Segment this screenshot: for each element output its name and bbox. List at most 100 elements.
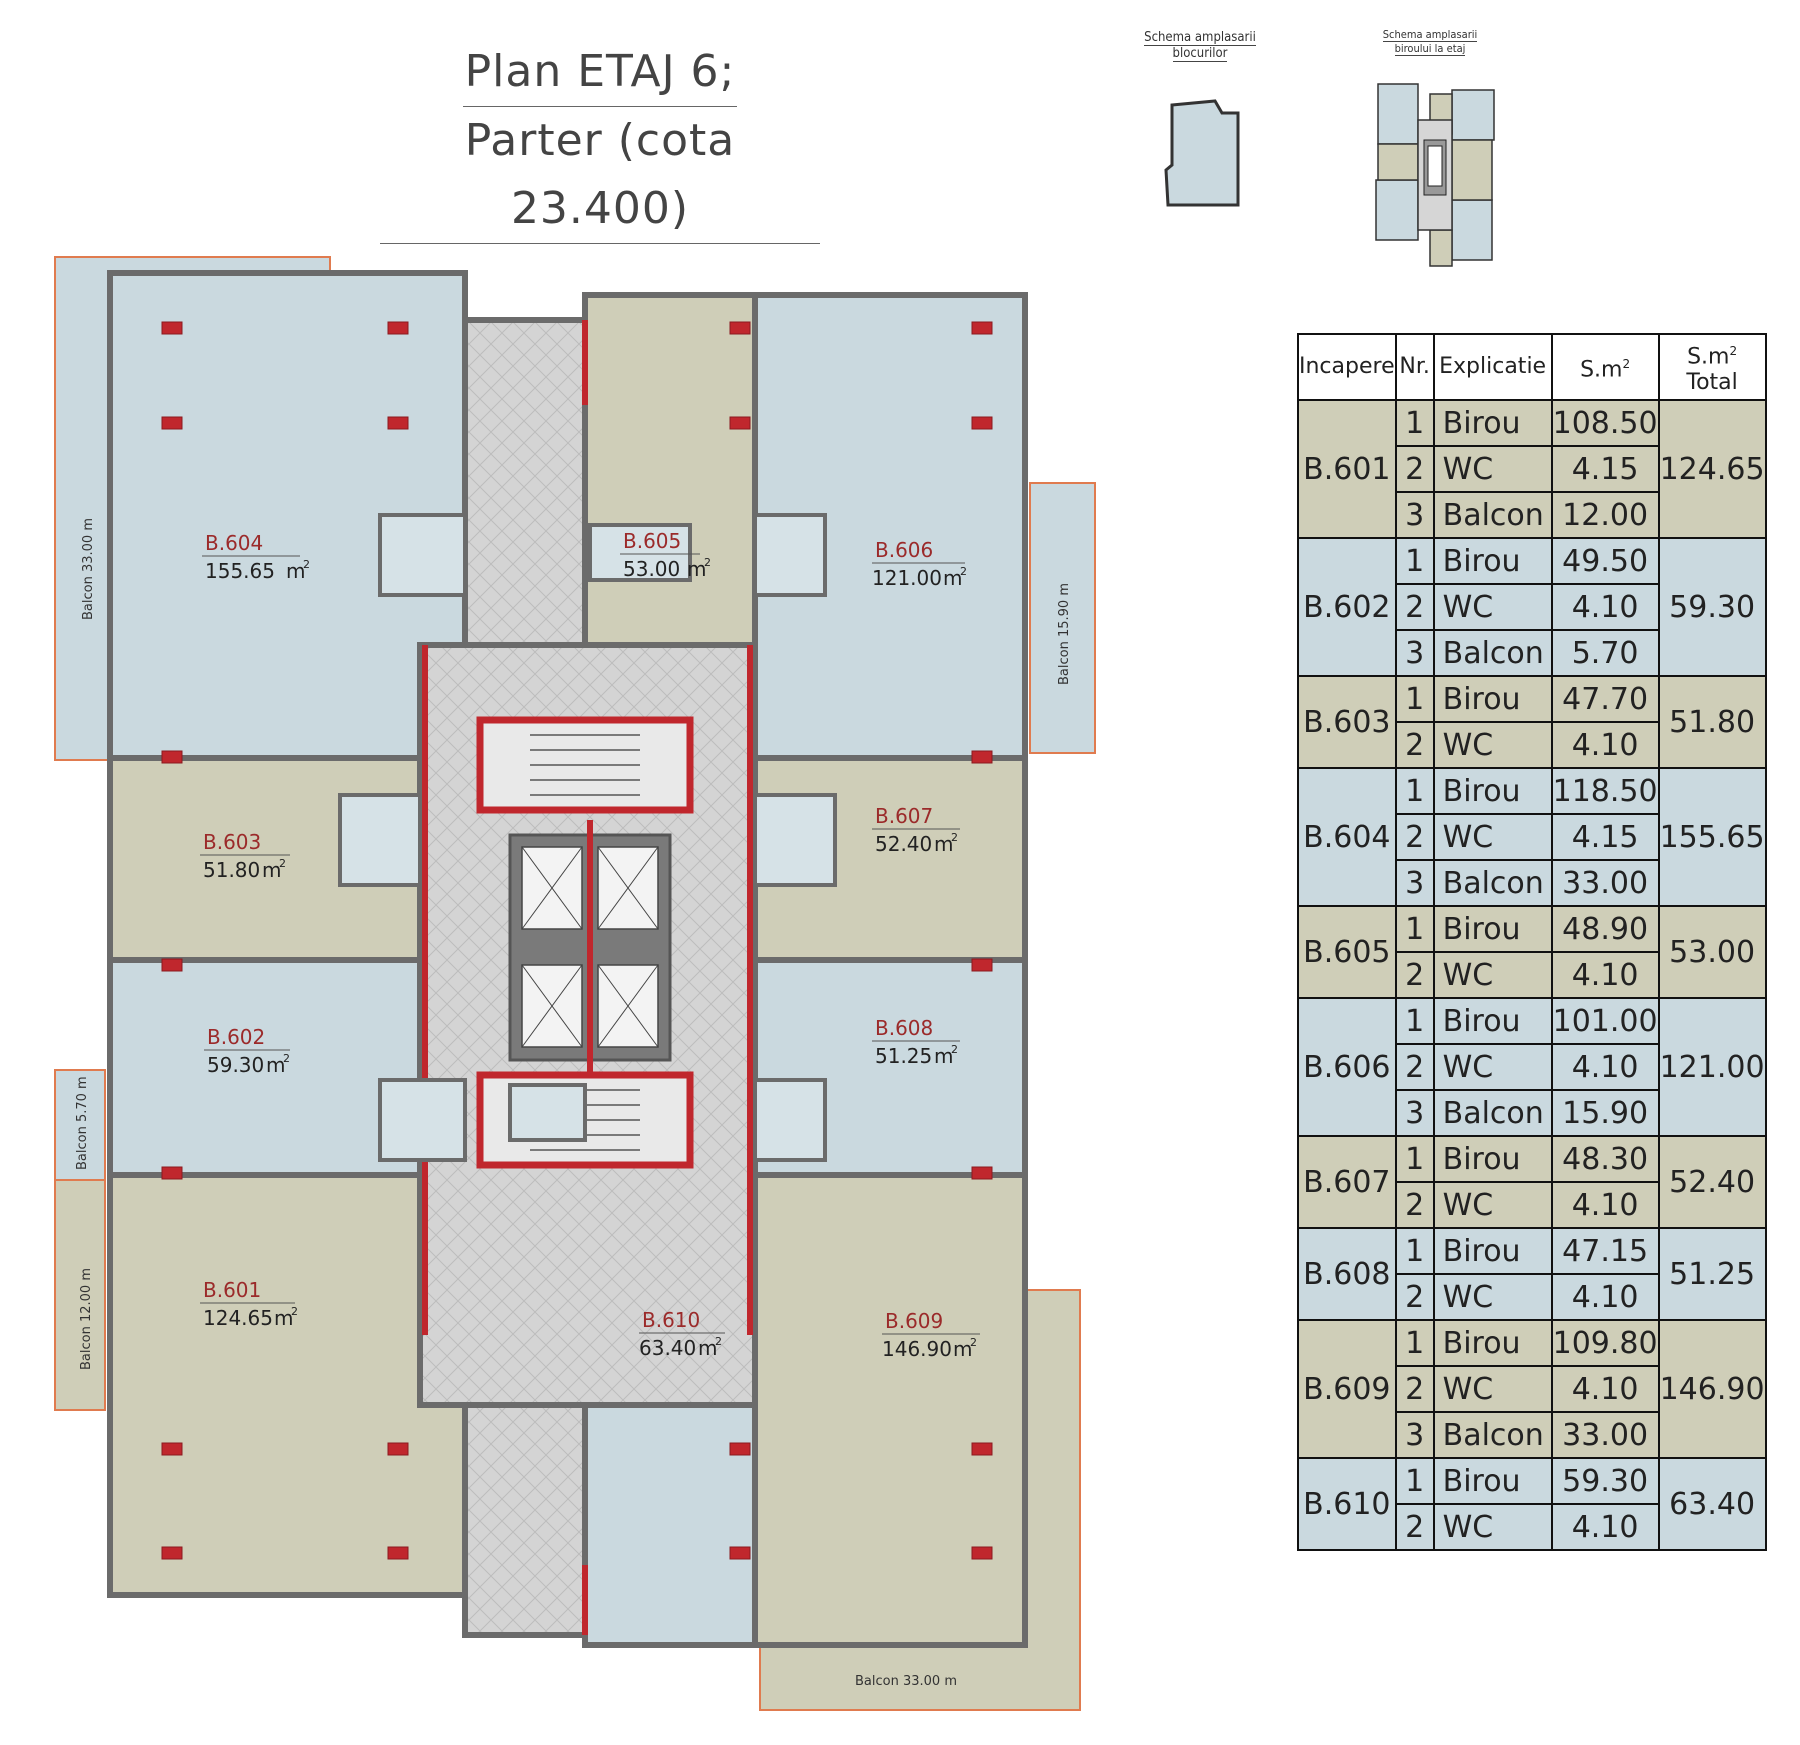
columns bbox=[161, 321, 993, 1560]
svg-text:59.30: 59.30 bbox=[207, 1053, 264, 1077]
svg-text:B.605: B.605 bbox=[623, 529, 681, 553]
table-row: 2 WC 4.10 bbox=[1298, 951, 1766, 999]
blocks-scheme-thumbnail bbox=[1164, 99, 1240, 207]
table-row: B.601 1 Birou 108.50 124.65 bbox=[1297, 399, 1767, 539]
total-cell: 51.25 bbox=[1657, 1227, 1767, 1321]
plan-title: Plan ETAJ 6; Parter (cota 23.400) bbox=[380, 38, 820, 244]
total-cell: 63.40 bbox=[1657, 1457, 1767, 1551]
total-cell: 52.40 bbox=[1657, 1135, 1767, 1229]
col-header-area: S.m2 bbox=[1550, 333, 1660, 401]
room-cell: B.601 bbox=[1297, 399, 1397, 539]
svg-text:2: 2 bbox=[283, 1052, 290, 1065]
room-cell: B.610 bbox=[1297, 1457, 1397, 1551]
label-b602: B.602 59.30 m 2 bbox=[204, 1025, 290, 1077]
total-cell: 53.00 bbox=[1657, 905, 1767, 999]
col-header-explicatie: Explicatie bbox=[1432, 333, 1553, 401]
svg-text:2: 2 bbox=[291, 1305, 298, 1318]
total-cell: 59.30 bbox=[1657, 537, 1767, 677]
label-b607: B.607 52.40 m 2 bbox=[872, 804, 960, 856]
svg-text:2: 2 bbox=[279, 857, 286, 870]
label-b608: B.608 51.25 m 2 bbox=[872, 1016, 960, 1068]
plan-title-line1: Plan ETAJ 6; bbox=[462, 38, 738, 107]
room-cell: B.607 bbox=[1297, 1135, 1397, 1229]
total-cell: 121.00 bbox=[1657, 997, 1767, 1137]
room-b601-area bbox=[107, 1172, 468, 1598]
office-scheme-caption: Schema amplasarii biroului la etaj bbox=[1382, 28, 1478, 56]
plan-title-line2: Parter (cota 23.400) bbox=[380, 107, 820, 244]
balcony-labels: Balcon 33.00 m Balcon 15.90 m Balcon 5.7… bbox=[75, 518, 1072, 1689]
svg-text:B.602: B.602 bbox=[207, 1025, 265, 1049]
label-b601: B.601 124.65 m 2 bbox=[200, 1278, 298, 1330]
svg-text:2: 2 bbox=[960, 565, 967, 578]
block-outline bbox=[1164, 99, 1240, 207]
table-row: B.602 1 Birou 49.50 59.30 bbox=[1297, 537, 1767, 677]
blocks-scheme-caption: Schema amplasarii blocurilor bbox=[1144, 30, 1256, 62]
label-b609: B.609 146.90 m 2 bbox=[882, 1309, 980, 1361]
svg-text:m: m bbox=[943, 566, 962, 590]
svg-text:B.608: B.608 bbox=[875, 1016, 933, 1040]
table-row: 3 Balcon 5.70 bbox=[1298, 629, 1766, 677]
balcony-b601 bbox=[54, 1179, 106, 1411]
svg-text:2: 2 bbox=[303, 558, 310, 571]
col-header-incapere: Incapere bbox=[1297, 333, 1397, 401]
balcony-label-b609: Balcon 33.00 m bbox=[855, 1674, 957, 1689]
svg-text:2: 2 bbox=[951, 1043, 958, 1056]
office-scheme-thumbnail bbox=[1375, 83, 1495, 267]
svg-text:B.603: B.603 bbox=[203, 830, 261, 854]
table-row: 2 WC 4.15 bbox=[1298, 445, 1766, 493]
svg-text:m: m bbox=[934, 1044, 953, 1068]
room-cell: B.606 bbox=[1297, 997, 1397, 1137]
label-b610: B.610 63.40 m 2 bbox=[639, 1308, 725, 1360]
table-row: 2 WC 4.10 bbox=[1298, 1043, 1766, 1091]
table-row: 3 Balcon 15.90 bbox=[1298, 1089, 1766, 1137]
floor-plan: B.604 155.65 m 2 B.605 53.00 m 2 B.606 1… bbox=[54, 256, 1096, 1711]
room-cell: B.608 bbox=[1297, 1227, 1397, 1321]
svg-text:53.00: 53.00 bbox=[623, 557, 680, 581]
svg-text:2: 2 bbox=[970, 1336, 977, 1349]
svg-text:146.90: 146.90 bbox=[882, 1337, 952, 1361]
svg-text:B.609: B.609 bbox=[885, 1309, 943, 1333]
wc-blocks bbox=[338, 513, 837, 1162]
table-row: B.608 1 Birou 47.15 51.25 bbox=[1297, 1227, 1767, 1321]
svg-text:m: m bbox=[266, 1053, 285, 1077]
total-cell: 146.90 bbox=[1657, 1319, 1767, 1459]
table-row: B.607 1 Birou 48.30 52.40 bbox=[1297, 1135, 1767, 1229]
label-b606: B.606 121.00 m 2 bbox=[872, 538, 967, 590]
svg-text:63.40: 63.40 bbox=[639, 1336, 696, 1360]
room-cell: B.605 bbox=[1297, 905, 1397, 999]
svg-text:B.604: B.604 bbox=[205, 531, 263, 555]
svg-text:2: 2 bbox=[704, 556, 711, 569]
table-row: B.603 1 Birou 47.70 51.80 bbox=[1297, 675, 1767, 769]
svg-text:124.65: 124.65 bbox=[203, 1306, 273, 1330]
table-row: B.609 1 Birou 109.80 146.90 bbox=[1297, 1319, 1767, 1459]
balcony-label-b604: Balcon 33.00 m bbox=[81, 518, 96, 620]
total-cell: 51.80 bbox=[1657, 675, 1767, 769]
svg-text:m: m bbox=[953, 1337, 972, 1361]
table-row: 2 WC 4.15 bbox=[1298, 813, 1766, 861]
svg-text:2: 2 bbox=[715, 1335, 722, 1348]
balcony-label-b606: Balcon 15.90 m bbox=[1057, 583, 1072, 685]
svg-text:m: m bbox=[262, 858, 281, 882]
label-b604: B.604 155.65 m 2 bbox=[202, 531, 310, 583]
svg-text:52.40: 52.40 bbox=[875, 832, 932, 856]
table-row: 2 WC 4.10 bbox=[1298, 1181, 1766, 1229]
table-row: 3 Balcon 12.00 bbox=[1298, 491, 1766, 539]
table-row: B.604 1 Birou 118.50 155.65 bbox=[1297, 767, 1767, 907]
table-row: B.610 1 Birou 59.30 63.40 bbox=[1297, 1457, 1767, 1551]
total-cell: 155.65 bbox=[1657, 767, 1767, 907]
room-cell: B.603 bbox=[1297, 675, 1397, 769]
svg-text:B.606: B.606 bbox=[875, 538, 933, 562]
label-b605: B.605 53.00 m 2 bbox=[620, 529, 711, 581]
table-row: 2 WC 4.10 bbox=[1298, 1273, 1766, 1321]
svg-text:51.80: 51.80 bbox=[203, 858, 260, 882]
balcony-label-b601: Balcon 12.00 m bbox=[79, 1268, 94, 1370]
table-row: 2 WC 4.10 bbox=[1298, 583, 1766, 631]
table-row: 2 WC 4.10 bbox=[1298, 721, 1766, 769]
room-b609-area bbox=[752, 1172, 1028, 1648]
svg-text:m: m bbox=[934, 832, 953, 856]
svg-text:B.601: B.601 bbox=[203, 1278, 261, 1302]
svg-text:51.25: 51.25 bbox=[875, 1044, 932, 1068]
